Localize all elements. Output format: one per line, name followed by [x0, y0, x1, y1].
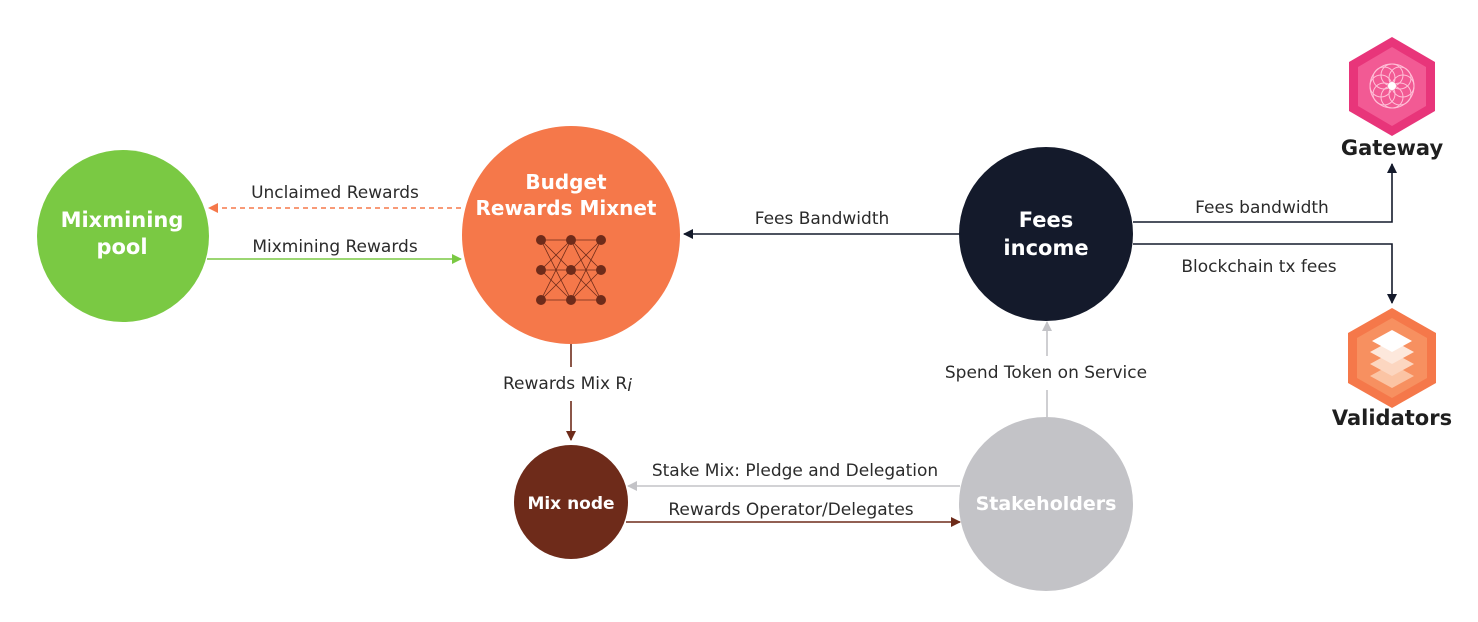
label-fees-bandwidth-budget: Fees Bandwidth — [755, 209, 890, 229]
label-rewards-operator: Rewards Operator/Delegates — [668, 500, 913, 520]
edge-fees-bandwidth-gateway — [1133, 163, 1397, 223]
label-spend-token: Spend Token on Service — [945, 363, 1147, 383]
mixmining-pool-line1: Mixmining — [61, 208, 184, 232]
label-mixmining-rewards: Mixmining Rewards — [252, 237, 418, 257]
label-rewards-mix: Rewards Mix Ri — [503, 374, 632, 396]
fees-income-line1: Fees — [1019, 208, 1073, 232]
node-validators: Validators — [1332, 308, 1452, 430]
validators-label: Validators — [1332, 406, 1452, 430]
neural-network-icon — [536, 235, 606, 305]
node-fees-income: Fees income — [959, 147, 1133, 321]
budget-line1: Budget — [525, 170, 607, 194]
fees-income-line2: income — [1003, 236, 1088, 260]
mixmining-pool-line2: pool — [96, 235, 147, 259]
node-stakeholders: Stakeholders — [959, 417, 1133, 591]
stakeholders-label: Stakeholders — [976, 493, 1117, 515]
node-mixmining-pool: Mixmining pool — [37, 150, 209, 322]
label-stake-mix: Stake Mix: Pledge and Delegation — [652, 461, 938, 481]
validators-hexagon-icon — [1348, 308, 1436, 408]
label-unclaimed-rewards: Unclaimed Rewards — [251, 183, 419, 203]
node-budget-rewards-mixnet: Budget Rewards Mixnet — [462, 126, 680, 344]
edge-blockchain-tx-fees — [1133, 243, 1397, 304]
node-mix-node: Mix node — [514, 445, 628, 559]
mix-node-label: Mix node — [527, 494, 614, 514]
label-fees-bandwidth-gateway: Fees bandwidth — [1195, 198, 1329, 218]
budget-line2: Rewards Mixnet — [475, 196, 656, 220]
gateway-label: Gateway — [1341, 136, 1444, 160]
label-blockchain-tx-fees: Blockchain tx fees — [1181, 257, 1336, 277]
node-gateway: Gateway — [1341, 37, 1444, 160]
gateway-hexagon-icon — [1349, 37, 1435, 136]
